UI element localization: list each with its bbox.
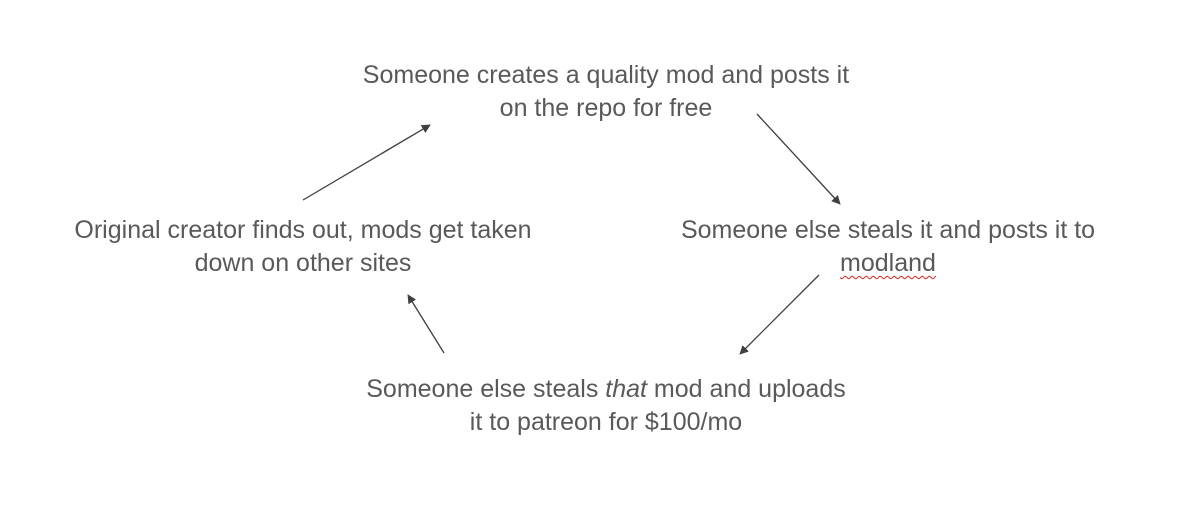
cycle-step-bottom-text-post: mod and uploads: [646, 375, 846, 403]
cycle-step-top: Someone creates a quality mod and posts …: [300, 59, 912, 125]
cycle-step-left-line-2: down on other sites: [194, 249, 412, 277]
cycle-step-bottom: Someone else steals that mod and uploads…: [300, 373, 912, 439]
arrow-top-to-right: [756, 113, 841, 205]
cycle-step-right: Someone else steals it and posts it to m…: [630, 214, 1146, 280]
cycle-step-right-line-2: modland: [630, 247, 1146, 280]
cycle-step-left: Original creator finds out, mods get tak…: [20, 214, 586, 280]
cycle-step-bottom-text-pre: Someone else steals: [366, 375, 606, 403]
cycle-step-right-line-1: Someone else steals it and posts it to: [680, 216, 1096, 244]
cycle-step-left-line-1: Original creator finds out, mods get tak…: [74, 216, 532, 244]
arrow-bottom-to-left: [407, 294, 445, 354]
cycle-step-top-line-2: on the repo for free: [499, 94, 713, 122]
cycle-step-bottom-line-2: it to patreon for $100/mo: [469, 408, 743, 436]
cycle-step-bottom-line-1: Someone else steals that mod and uploads: [300, 373, 912, 406]
arrow-right-to-bottom: [739, 274, 820, 355]
cycle-step-top-line-1: Someone creates a quality mod and posts …: [362, 61, 850, 89]
spellcheck-word: modland: [840, 249, 936, 277]
cycle-step-bottom-emphasis: that: [605, 375, 647, 403]
arrow-left-to-top: [302, 124, 431, 201]
